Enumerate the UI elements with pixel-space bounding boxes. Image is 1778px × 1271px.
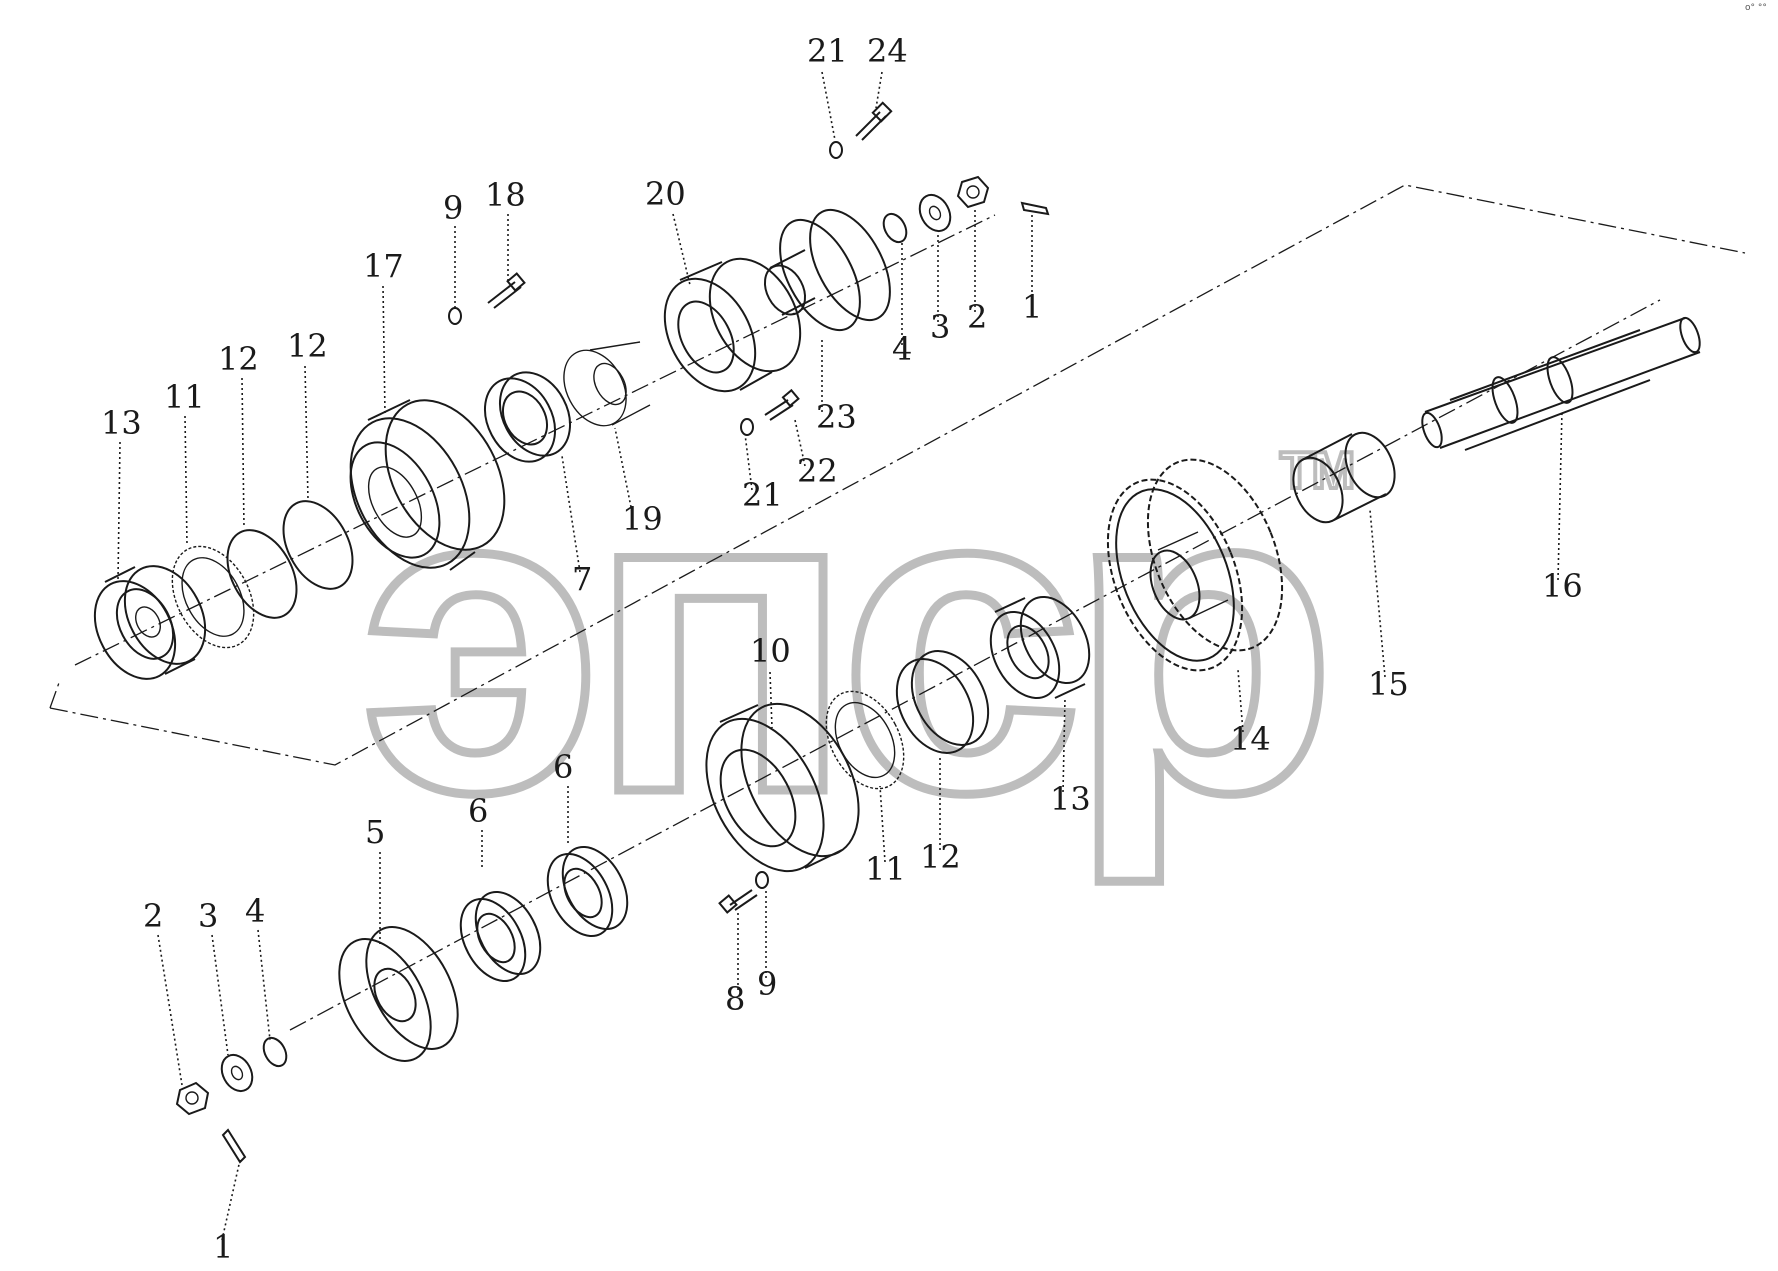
part-12-ring-upper-b (282, 500, 354, 590)
leader-c-10 (769, 671, 773, 729)
part-6-seal-a (546, 845, 629, 938)
part-13-bearing-lower (989, 596, 1091, 699)
part-7-seal (483, 371, 572, 463)
leader-c-1-bot (221, 1159, 241, 1241)
part-18-bolt (487, 272, 526, 309)
callout-leaders (117, 71, 1563, 1241)
watermark-tm: TM (1280, 442, 1355, 500)
part-21-washer-top (829, 141, 843, 159)
part-12-ring-upper-a (226, 529, 298, 619)
callout-c-12a: 12 (218, 340, 259, 378)
leader-c-11-top (184, 415, 188, 546)
center-axes (74, 214, 1661, 1031)
callout-c-19: 19 (622, 500, 663, 538)
leader-c-12a (241, 377, 245, 529)
callout-c-21-mid: 21 (742, 476, 783, 514)
leader-c-13-top (117, 441, 121, 581)
leader-c-14 (1237, 669, 1244, 733)
callout-c-3-bot: 3 (198, 897, 218, 935)
callout-c-20: 20 (645, 175, 686, 213)
part-9-washer-lower (755, 871, 769, 889)
callout-c-12b: 12 (287, 327, 328, 365)
leader-c-13-bot (1062, 697, 1066, 793)
callout-c-6b: 6 (553, 748, 573, 786)
callout-c-1-bot: 1 (213, 1228, 233, 1266)
leader-c-2-bot (157, 934, 183, 1086)
callout-c-22: 22 (797, 452, 838, 490)
part-3-washer-upper (918, 193, 952, 233)
part-12-ring-lower (895, 650, 990, 754)
callout-c-5: 5 (365, 813, 385, 851)
callout-c-4-bot: 4 (245, 892, 265, 930)
watermark: эпср TM (356, 389, 1358, 891)
part-1-pin-upper (1020, 201, 1050, 216)
leader-c-19 (614, 427, 633, 513)
callout-c-23: 23 (816, 398, 857, 436)
part-5-companion-flange (338, 926, 459, 1062)
callout-c-8: 8 (725, 980, 745, 1018)
leader-c-17 (382, 285, 386, 416)
callout-c-16: 16 (1542, 567, 1583, 605)
watermark-text: эпср (360, 393, 1323, 886)
part-22-bolt (764, 388, 800, 421)
corner-mark: o° °° (1745, 3, 1767, 13)
callout-c-11-bot: 11 (865, 850, 906, 888)
assembly-boundary (49, 184, 1746, 766)
part-13-bearing-upper (93, 565, 207, 680)
part-4-washer-lower (262, 1036, 288, 1068)
leader-c-3-bot (211, 934, 229, 1056)
part-2-nut-lower (175, 1081, 210, 1116)
callout-c-11-top: 11 (164, 378, 205, 416)
callout-c-9-top: 9 (443, 189, 463, 227)
part-4-washer-upper (882, 212, 908, 244)
part-1-pin-lower (221, 1128, 247, 1164)
part-2-nut-upper (956, 175, 990, 209)
leader-c-16 (1557, 409, 1563, 581)
part-20-drum (663, 257, 802, 393)
part-24-bolt (855, 101, 893, 141)
callout-c-3-top: 3 (930, 308, 950, 346)
callout-c-15: 15 (1368, 665, 1409, 703)
callout-c-1-top: 1 (1022, 288, 1042, 326)
leader-c-4-bot (257, 929, 271, 1041)
callout-c-12-bot: 12 (920, 838, 961, 876)
callout-c-2-top: 2 (967, 298, 987, 336)
leader-c-24 (875, 71, 883, 109)
part-17-housing (349, 399, 506, 571)
callout-c-2-bot: 2 (143, 897, 163, 935)
leader-c-20 (672, 213, 691, 286)
part-16-shaft (1421, 316, 1701, 451)
part-19-sleeve (563, 341, 651, 427)
part-21-washer-mid (740, 418, 754, 436)
part-8-bolt (718, 889, 758, 914)
leader-c-12b (304, 365, 309, 501)
part-10-flange (705, 702, 860, 873)
callout-c-24: 24 (867, 32, 908, 70)
leader-c-21-top (821, 71, 836, 141)
callout-c-4-top: 4 (892, 330, 912, 368)
part-15-bushing (1292, 431, 1396, 524)
callout-c-13-top: 13 (101, 404, 142, 442)
callout-c-7: 7 (572, 560, 592, 598)
part-11-gasket-upper (171, 545, 255, 649)
callout-c-17: 17 (363, 247, 404, 285)
callout-c-6a: 6 (468, 792, 488, 830)
part-23-flange-upper (763, 208, 891, 332)
part-9-washer-top (448, 307, 462, 325)
part-14-gear (1106, 458, 1284, 672)
callout-c-9-bot: 9 (757, 965, 777, 1003)
callout-c-18: 18 (485, 176, 526, 214)
callout-c-14: 14 (1230, 720, 1271, 758)
part-3-washer-lower (220, 1053, 254, 1093)
leader-c-15 (1369, 509, 1386, 678)
callout-c-10: 10 (750, 632, 791, 670)
callout-c-21-top: 21 (807, 32, 848, 70)
callout-c-13-bot: 13 (1050, 780, 1091, 818)
part-6-seal-b (459, 890, 542, 983)
